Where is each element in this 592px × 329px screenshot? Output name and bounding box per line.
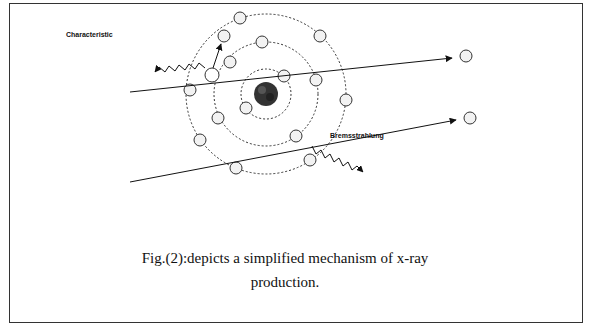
nucleus — [254, 82, 278, 106]
characteristic-photon — [155, 63, 205, 72]
bremsstrahlung-photon — [312, 146, 363, 172]
orbit-shells — [186, 14, 346, 174]
ejected-electron-arrow — [213, 44, 221, 68]
scattered-electrons — [205, 30, 476, 124]
callout-label: Characteristic — [66, 31, 113, 38]
figure-caption: Fig.(2):depicts a simplified mechanism o… — [120, 246, 450, 294]
callout-label: Bremsstrahlung — [330, 132, 384, 139]
incident-electron-paths — [130, 58, 456, 182]
electrons — [184, 12, 352, 174]
frame-border — [10, 4, 583, 323]
